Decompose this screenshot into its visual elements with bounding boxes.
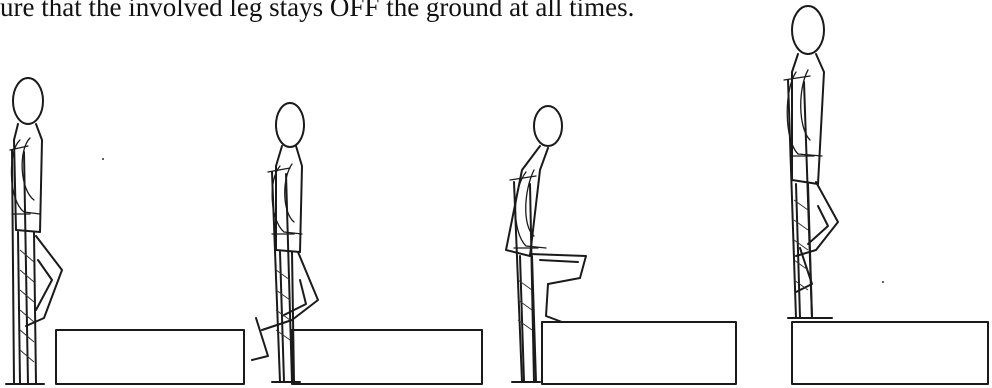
step-3-head (534, 106, 562, 146)
step-4-figure (784, 6, 988, 384)
step-1-head (13, 78, 43, 124)
step-3-box (542, 322, 736, 384)
step-1-figure (6, 78, 244, 384)
step-1-box (56, 330, 244, 384)
step-2-head (276, 103, 304, 147)
step-4-box (792, 322, 988, 384)
step-3-figure (506, 106, 736, 384)
step-2-box (292, 330, 482, 384)
step-4-head (792, 6, 824, 54)
step-2-figure (252, 103, 482, 384)
